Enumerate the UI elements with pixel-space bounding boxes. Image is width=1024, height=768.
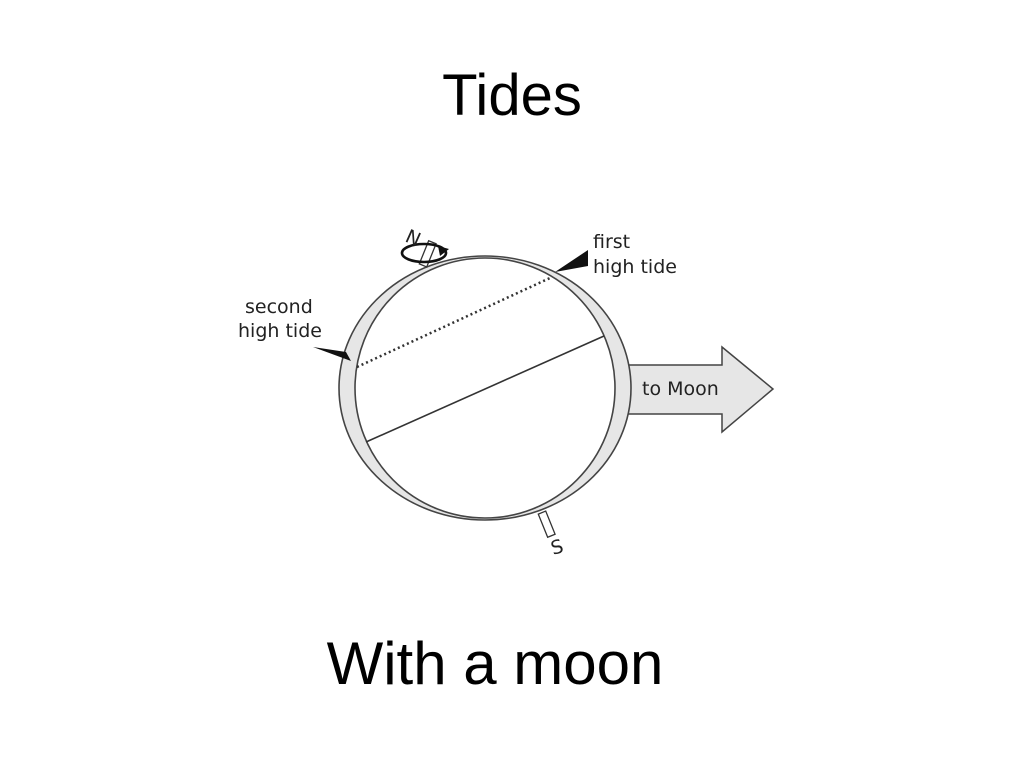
- earth-circle: [354, 257, 616, 519]
- second-high-tide-label-line2: high tide: [238, 320, 322, 342]
- to-moon-label: to Moon: [642, 378, 719, 400]
- first-high-tide-pointer: [555, 250, 588, 272]
- south-pole-axis: [537, 510, 556, 539]
- slide-title: Tides: [442, 63, 582, 128]
- rotation-arrow-icon: [400, 242, 449, 264]
- slide-caption: With a moon: [326, 630, 664, 697]
- first-high-tide-label-line2: high tide: [593, 256, 677, 278]
- south-label: S: [548, 535, 566, 559]
- second-high-tide-pointer: [313, 347, 351, 361]
- equator-line: [365, 335, 605, 443]
- tide-latitude-dotted-line: [356, 276, 551, 369]
- to-moon-arrow: [611, 345, 775, 434]
- first-high-tide-label-line1: first: [593, 231, 630, 253]
- second-high-tide-label-line1: second: [245, 296, 313, 318]
- north-pole-axis: [418, 239, 437, 268]
